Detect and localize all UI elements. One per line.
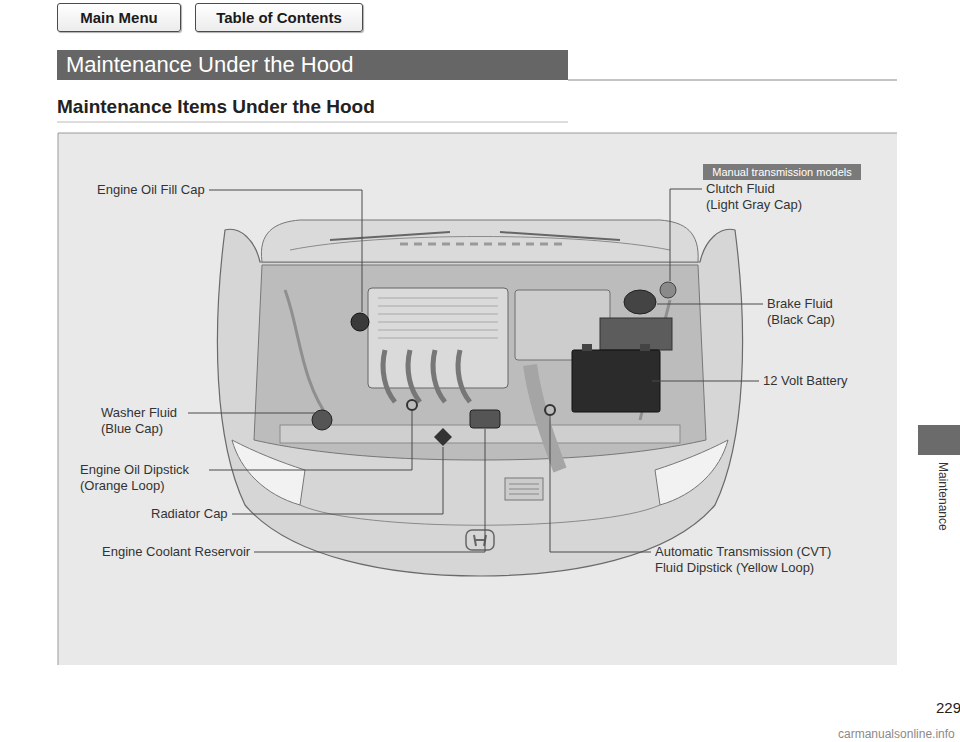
part-label: Engine Oil Dipstick (Orange Loop) (80, 462, 205, 494)
watermark: carmanualsonline.info (838, 726, 955, 742)
leader-line (254, 429, 485, 552)
section-tab (918, 425, 960, 455)
raised-hood (261, 220, 698, 262)
battery-terminal (582, 344, 592, 351)
nav-button: Main Menu (57, 3, 181, 32)
wiper-arm (330, 232, 620, 240)
page-title: Maintenance Under the Hood (66, 50, 353, 80)
cowl-vent (400, 243, 562, 246)
part-label: Automatic Transmission (CVT) Fluid Dipst… (655, 544, 845, 576)
oil-fill-cap (351, 313, 369, 331)
leader-line (188, 413, 316, 414)
part-label: Radiator Cap (151, 506, 228, 522)
oil-dipstick-loop (407, 400, 417, 410)
cvt-dipstick-loop (545, 405, 555, 415)
page-number: 229 (936, 700, 960, 716)
coolant-reservoir (470, 410, 500, 428)
leader-line (550, 416, 651, 552)
node-text: Table of Contents (216, 9, 342, 26)
intake-duct (530, 365, 560, 470)
leader-line (209, 411, 412, 470)
part-label: Washer Fluid (Blue Cap) (101, 405, 186, 437)
panel-edge (58, 133, 59, 665)
section-tab-label: Maintenance (935, 462, 950, 531)
subheading-rule (57, 122, 568, 123)
leader-line (209, 190, 362, 312)
car-body (217, 229, 742, 576)
model-note-band: Manual transmission models (703, 164, 861, 180)
headlight (232, 440, 305, 505)
headlight (655, 440, 728, 505)
engine-cover-ridges (378, 298, 498, 338)
header-rule (568, 80, 897, 81)
node-text: Main Menu (80, 9, 158, 26)
grille (505, 478, 543, 500)
part-label: Engine Coolant Reservoir (102, 544, 250, 560)
radiator-cap (434, 428, 452, 446)
leader-line (652, 381, 759, 382)
title-band (57, 50, 568, 80)
figure-panel (58, 133, 897, 665)
intake-runners (383, 350, 470, 402)
leader-line (657, 304, 763, 305)
engine-bay (254, 265, 706, 460)
part-label: 12 Volt Battery (763, 373, 848, 389)
leader-line (232, 447, 443, 514)
panel-edge (58, 133, 897, 134)
part-label: Clutch Fluid (Light Gray Cap) (706, 181, 810, 213)
part-label: Brake Fluid (Black Cap) (767, 296, 847, 328)
engine-block (368, 288, 508, 388)
nav-button: Table of Contents (195, 3, 363, 32)
clutch-reservoir (660, 282, 676, 298)
grille-slats (509, 484, 539, 494)
brand-emblem (474, 535, 486, 546)
section-heading: Maintenance Items Under the Hood (57, 96, 375, 118)
battery-terminal (640, 344, 650, 351)
brand-emblem (466, 530, 494, 550)
bumper-line (300, 505, 660, 525)
node-text: Manual transmission models (712, 166, 851, 178)
battery-symbol (572, 350, 660, 412)
brake-reservoir (624, 290, 656, 314)
leader-line (670, 189, 702, 281)
part-label: Engine Oil Fill Cap (97, 182, 205, 198)
fuse-box (600, 318, 672, 350)
